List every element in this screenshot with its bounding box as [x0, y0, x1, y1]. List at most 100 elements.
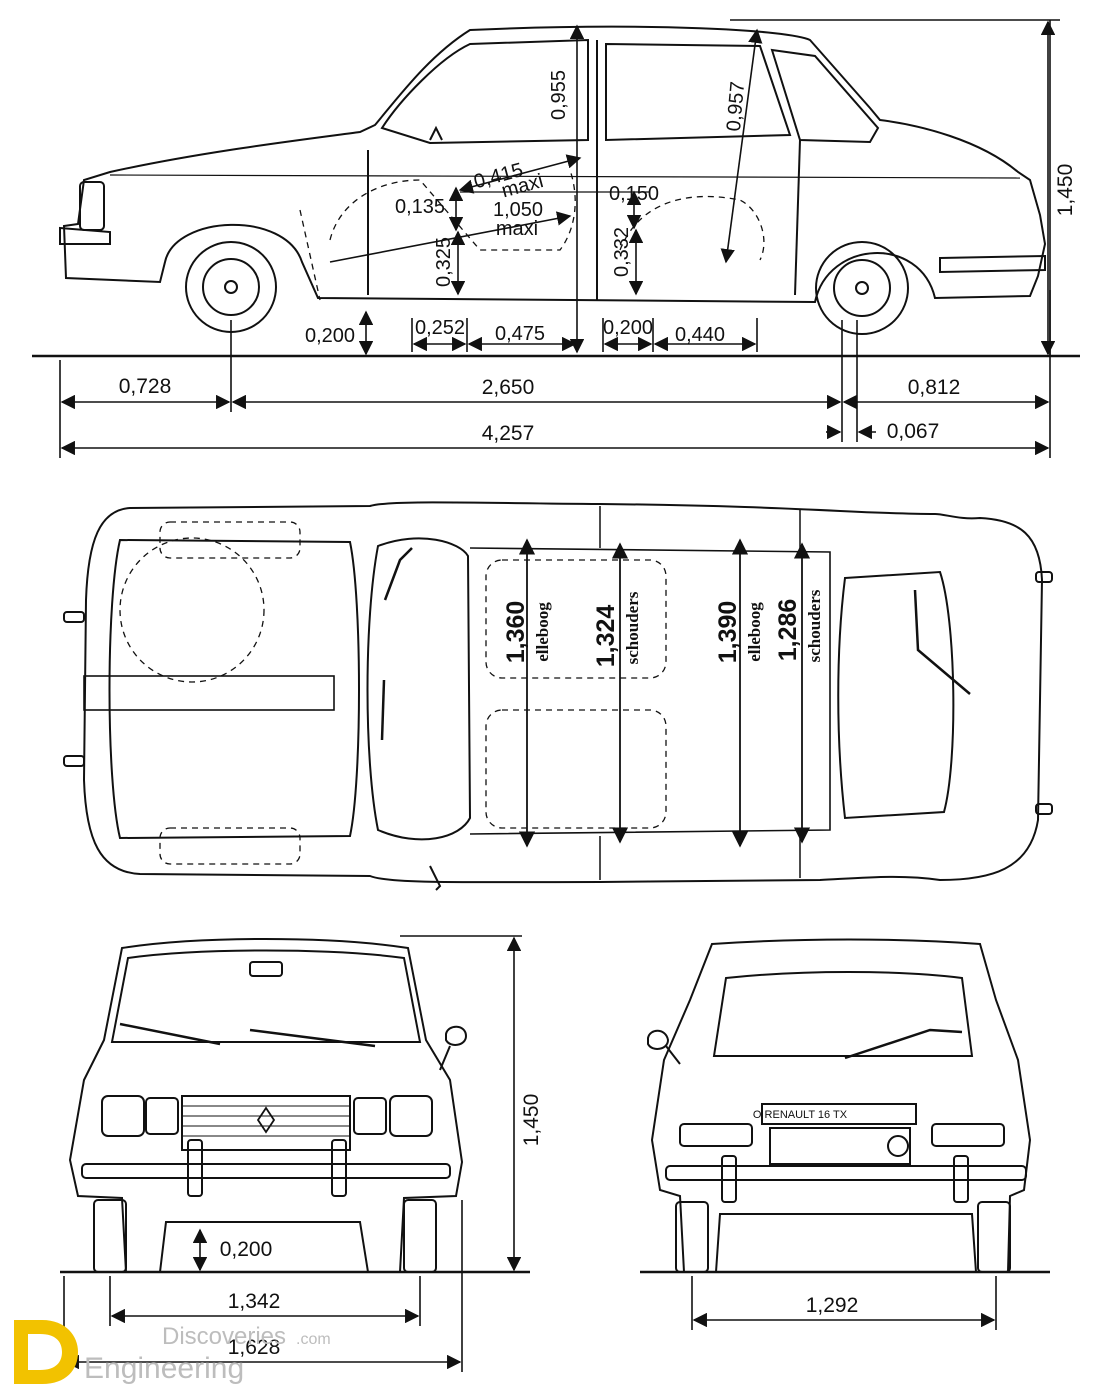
front-body-outline [68, 938, 464, 1273]
front-dimensions [63, 935, 522, 1372]
side-front-hub [202, 258, 260, 316]
label-front-elbow: 1,360 [502, 601, 530, 664]
rear-plate [761, 1103, 917, 1125]
label-front-legroom: 1,050 [493, 199, 543, 221]
side-front-hub-center [224, 280, 238, 294]
front-headlight-left [101, 1095, 145, 1137]
rear-overrider-left [721, 1155, 737, 1203]
front-headlight-right-inner [353, 1097, 387, 1135]
front-wiper-left [119, 1022, 221, 1046]
rear-window [712, 971, 974, 1057]
dim-line-front-legroom [329, 211, 572, 263]
side-front-window [380, 38, 589, 145]
renault-logo-icon [256, 1106, 276, 1134]
label-overall-length: 4,257 [482, 422, 535, 445]
rear-dimensions [691, 1276, 997, 1330]
side-rear-hub [833, 259, 891, 317]
front-overrider-left [187, 1139, 203, 1197]
label-front-elbow-word: elleboog [533, 602, 552, 662]
front-windscreen [110, 949, 422, 1043]
side-beltline [109, 174, 1021, 179]
top-mirror-icon [429, 865, 442, 891]
dim-line-rear-headroom [720, 28, 763, 264]
rear-tyre-right [977, 1201, 1011, 1273]
top-view [63, 501, 1053, 891]
label-rear-elbow: 1,390 [714, 601, 742, 664]
top-dimensions [518, 538, 811, 848]
top-wiper-right [380, 679, 386, 741]
front-grille-slats [182, 1105, 350, 1137]
top-labels: 1,360 elleboog 1,324 schouders 1,390 ell… [502, 589, 824, 667]
label-rear-shoulder: 1,286 [774, 599, 802, 662]
side-body-outline [62, 25, 1047, 304]
top-bonnet [108, 538, 360, 840]
rear-lamp-left [679, 1123, 753, 1147]
side-rear-bumper [939, 254, 1046, 274]
side-front-wheel [185, 241, 277, 333]
rear-panel [769, 1127, 911, 1165]
rear-fuel-cap-icon [887, 1135, 909, 1157]
front-overrider-right [331, 1139, 347, 1197]
watermark-line2: Engineering [84, 1352, 244, 1385]
rear-tyre-left [675, 1201, 709, 1273]
side-rear-door-edge [794, 139, 801, 296]
label-rear-footwell: 0,200 [603, 317, 653, 339]
side-front-bumper [59, 226, 111, 245]
dim-line-front-seat-depth [458, 154, 582, 194]
rear-labels: O RENAULT 16 TX [753, 1109, 848, 1121]
front-wiper-right [249, 1028, 376, 1048]
label-rear-elbow-word: elleboog [745, 602, 764, 662]
side-rear-wheel [815, 241, 909, 335]
label-rear-seat-rise: 0,150 [609, 183, 659, 205]
rear-door-mirror-icon [647, 1029, 681, 1065]
side-dimensions [59, 19, 1060, 458]
front-mirror-inside [249, 961, 283, 977]
top-windscreen [366, 537, 472, 841]
label-ground-clearance: 0,200 [305, 325, 355, 347]
label-front-width: 1,628 [228, 1336, 281, 1359]
front-labels: 1,450 0,200 1,342 1,628 [220, 1094, 543, 1359]
label-rear-headroom: 0,957 [723, 81, 749, 133]
front-tyre-left [93, 1199, 127, 1273]
label-rear-overhang: 0,812 [908, 376, 961, 399]
label-front-shoulder-word: schouders [623, 591, 642, 664]
top-wiper-left [383, 547, 413, 601]
label-front-seat-height: 0,325 [433, 237, 455, 287]
top-dashed-details [119, 521, 667, 865]
top-rear-window [837, 570, 955, 820]
watermark-line1-suffix: .com [296, 1331, 331, 1348]
label-rear-seat-length: 0,440 [675, 324, 725, 346]
front-bumper [81, 1163, 451, 1179]
label-front-seat-length: 0,475 [495, 323, 545, 345]
front-headlight-right [389, 1095, 433, 1137]
label-height: 1,450 [1054, 164, 1077, 217]
top-body-outline [82, 501, 1044, 884]
label-front-track: 1,342 [228, 1290, 281, 1313]
front-door-mirror-icon [439, 1025, 468, 1071]
label-front-seat-rise: 0,135 [395, 196, 445, 218]
rear-bumper [665, 1165, 1027, 1181]
rear-lamp-right [931, 1123, 1005, 1147]
label-rear-track: 1,292 [806, 1294, 859, 1317]
side-rear-hub-center [855, 281, 869, 295]
front-headlight-left-inner [145, 1097, 179, 1135]
label-front-headroom: 0,955 [548, 70, 570, 120]
label-rear-seat-height: 0,332 [611, 227, 633, 277]
label-rear-offset: 0,067 [887, 420, 940, 443]
rear-view [640, 938, 1050, 1274]
discoveries-logo-icon [14, 1320, 78, 1384]
front-view [60, 938, 530, 1274]
label-front-footwell: 0,252 [415, 317, 465, 339]
top-rear-wiper [913, 589, 971, 695]
side-quarter-window [770, 48, 880, 144]
front-grille [181, 1095, 351, 1151]
top-roof [469, 547, 831, 835]
label-front-ground-clearance: 0,200 [220, 1238, 273, 1261]
side-labels: 0,728 2,650 0,812 4,257 0,067 1,450 0,20… [119, 70, 1077, 445]
label-front-overhang: 0,728 [119, 375, 172, 398]
watermark: Discoveries .com Engineering [14, 1320, 331, 1385]
label-front-legroom-note: maxi [496, 218, 538, 240]
side-mirror-icon [429, 125, 443, 141]
watermark-line1: Discoveries [162, 1323, 286, 1350]
